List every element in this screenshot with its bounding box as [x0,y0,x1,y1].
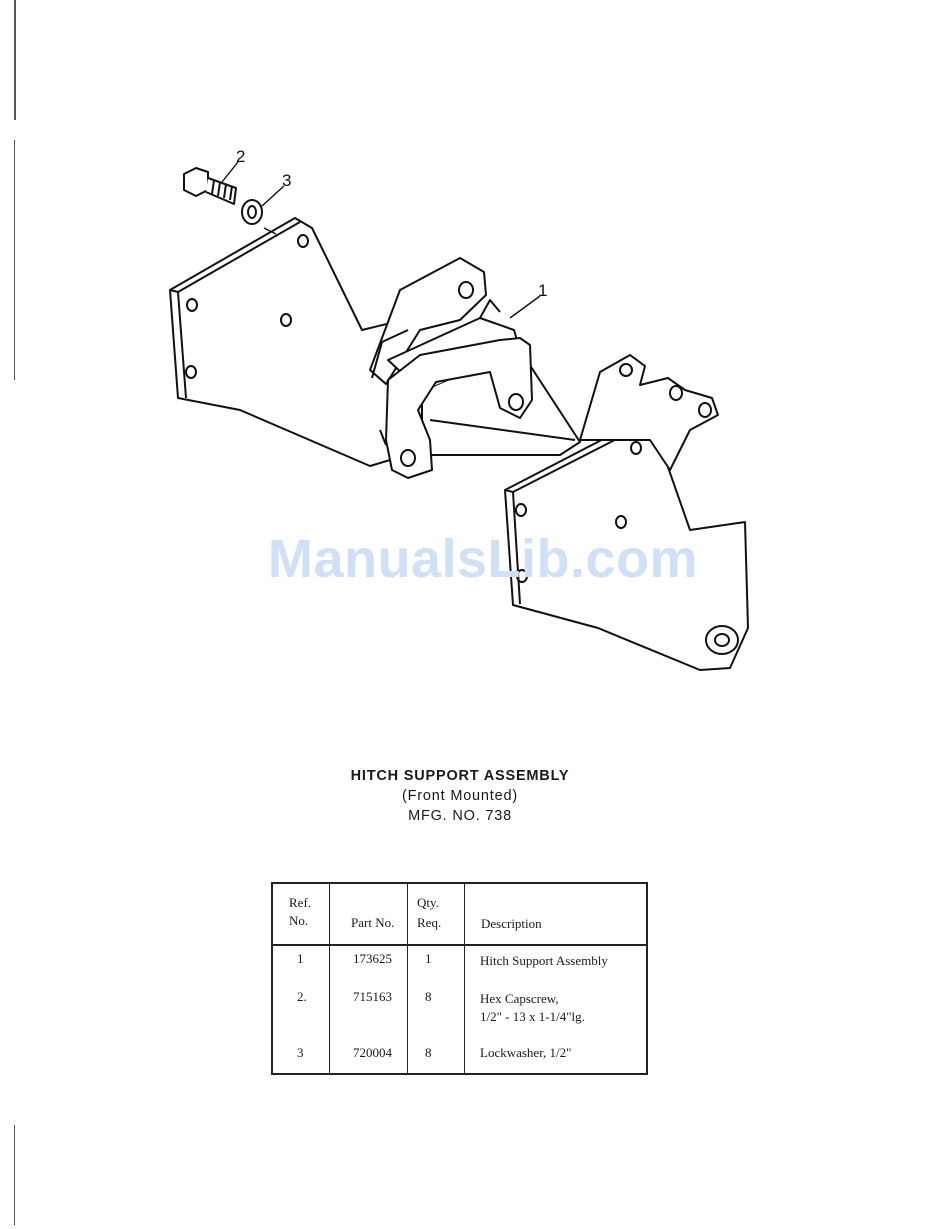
row-3-description: Lockwasher, 1/2" [480,1044,571,1062]
header-description: Description [481,915,542,933]
row-1-part: 173625 [353,950,392,968]
column-divider [464,884,465,1073]
row-2-qty: 8 [425,988,432,1006]
row-2-part: 715163 [353,988,392,1006]
left-side-plate [170,218,400,466]
header-ref-line1: Ref. [289,894,311,912]
mfg-number: MFG. NO. 738 [300,806,620,826]
scan-edge-mark [14,1125,15,1225]
assembly-title-block: HITCH SUPPORT ASSEMBLY (Front Mounted) M… [300,766,620,826]
watermark: ManualsLib.com [268,528,698,590]
callout-1-label: 1 [538,281,547,300]
row-1-qty: 1 [425,950,432,968]
row-1-ref: 1 [297,950,304,968]
lockwasher-part [242,200,262,224]
row-1-description: Hitch Support Assembly [480,952,608,970]
row-2-description-line2: 1/2" - 13 x 1-1/4"lg. [480,1008,585,1026]
header-qty-line2: Req. [417,914,441,932]
column-divider [329,884,330,1073]
row-2-description: Hex Capscrew, [480,990,559,1008]
row-2-ref: 2. [297,988,307,1006]
row-3-qty: 8 [425,1044,432,1062]
column-divider [407,884,408,1073]
callout-3-label: 3 [282,171,291,190]
header-part-no: Part No. [351,914,394,932]
row-3-ref: 3 [297,1044,304,1062]
header-ref-line2: No. [289,912,308,930]
row-3-part: 720004 [353,1044,392,1062]
assembly-subtitle: (Front Mounted) [300,786,620,806]
header-qty-line1: Qty. [417,894,439,912]
assembly-title: HITCH SUPPORT ASSEMBLY [300,766,620,786]
hitch-assembly-drawing: 2 3 1 [0,0,950,740]
parts-list-table: Ref. No. Part No. Qty. Req. Description … [271,882,648,1075]
callout-2-label: 2 [236,147,245,166]
